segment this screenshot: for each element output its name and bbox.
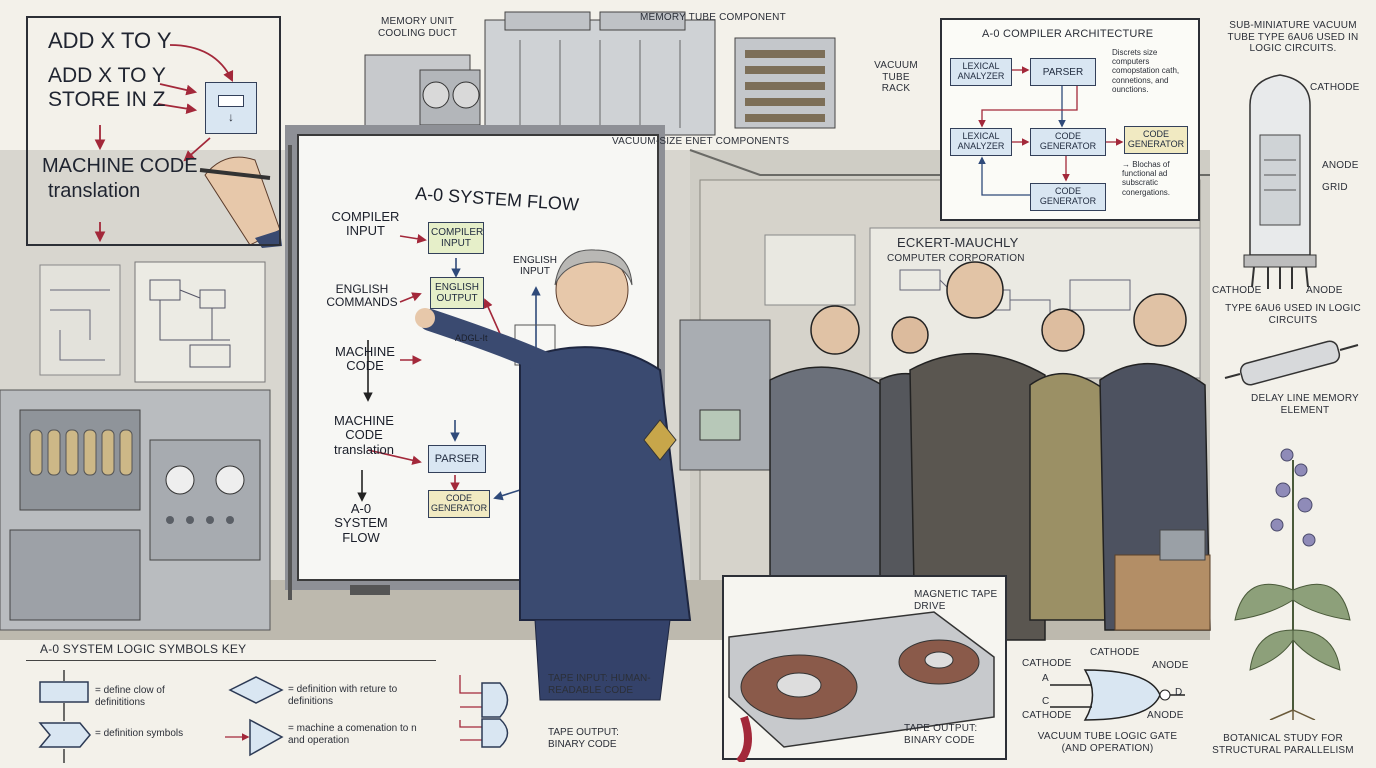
wb-adgl-label: ADGL-It xyxy=(455,333,488,343)
vacuum-tube-illustration xyxy=(1243,74,1317,289)
key-item-1: = define clow of definititions xyxy=(95,685,165,708)
tube-study-title: SUB-MINIATURE VACUUM TUBE TYPE 6AU6 USED… xyxy=(1227,20,1359,54)
gate-anode-top-label: ANODE xyxy=(1152,660,1189,671)
vacuum-size-components-label: VACUUM-SIZE ENET COMPONENTS xyxy=(612,136,790,147)
gate-cathode-left-label: CATHODE xyxy=(1022,658,1072,669)
compiler-architecture-panel: A-0 COMPILER ARCHITECTURE LEXICAL ANALYZ… xyxy=(940,18,1200,221)
key-item-2: = definition symbols xyxy=(95,728,184,739)
eckert-mauchly-label: ECKERT-MAUCHLY xyxy=(897,235,1019,250)
gate-input-c-label: C xyxy=(1042,696,1050,707)
memory-unit-cooling-duct-label: MEMORY UNIT COOLING DUCT xyxy=(377,16,458,39)
computer-corporation-label: COMPUTER CORPORATION xyxy=(887,253,1025,264)
logic-gate-illustration xyxy=(1050,669,1185,721)
tube-anode-label: ANODE xyxy=(1322,160,1359,171)
panel-line-5: translation xyxy=(48,180,141,202)
delay-line-label: DELAY LINE MEMORY ELEMENT xyxy=(1251,393,1359,416)
vacuum-tube-rack-label: VACUUM TUBE RACK xyxy=(874,60,918,94)
tube-cathode-bottom-label: CATHODE xyxy=(1212,285,1262,296)
wb-english-commands-label: ENGLISH COMMANDS xyxy=(326,282,398,310)
tape-output-binary-label: TAPE OUTPUT: BINARY CODE xyxy=(904,723,978,746)
arch-code-generator-2: CODE GENERATOR xyxy=(1124,126,1188,154)
arch-connectors xyxy=(978,66,1124,196)
gate-cathode-top-label: CATHODE xyxy=(1090,647,1140,658)
top-left-translation-panel xyxy=(26,16,281,246)
arch-parser: PARSER xyxy=(1030,58,1096,86)
tape-drive-panel: MAGNETIC TAPE DRIVE TAPE OUTPUT: BINARY … xyxy=(722,575,1007,762)
wb-english-input-label: ENGLISH INPUT xyxy=(513,255,557,277)
gate-cathode-bottom-label: CATHODE xyxy=(1022,710,1072,721)
symbols-key-icons xyxy=(38,670,509,763)
arch-lexical-analyzer-2: LEXICAL ANALYZER xyxy=(950,128,1012,156)
key-item-6: TAPE OUTPUT: BINARY CODE xyxy=(548,727,619,750)
gate-anode-bottom-label: ANODE xyxy=(1147,710,1184,721)
wb-parser-box: PARSER xyxy=(428,445,486,473)
botanical-illustration xyxy=(1234,448,1351,720)
wb-code-generator-box: CODE GENERATOR xyxy=(428,490,490,518)
tape-drive-illustration xyxy=(728,611,995,762)
wb-compiler-input-label: COMPILER INPUT xyxy=(331,209,400,239)
delay-line-illustration xyxy=(1224,340,1359,386)
arch-code-generator-3: CODE GENERATOR xyxy=(1030,183,1106,211)
logic-gate-caption: VACUUM TUBE LOGIC GATE (AND OPERATION) xyxy=(1037,731,1178,754)
arch-note-2: → Blochas of functional ad subscratic co… xyxy=(1122,160,1171,197)
symbols-key-rule xyxy=(26,660,436,661)
magnetic-tape-drive-label: MAGNETIC TAPE DRIVE xyxy=(914,589,998,612)
panel-line-2: ADD X TO Y xyxy=(48,64,166,87)
instruction-box-icon: ↓ xyxy=(205,82,257,134)
gate-input-a-label: A xyxy=(1042,673,1049,684)
wb-compiler-input-box: COMPILER INPUT xyxy=(428,222,484,254)
wb-machine-code-label: MACHINE CODE xyxy=(335,344,395,374)
arch-code-generator-1: CODE GENERATOR xyxy=(1030,128,1106,156)
compiler-architecture-title: A-0 COMPILER ARCHITECTURE xyxy=(982,28,1154,40)
symbols-key-title: A-0 SYSTEM LOGIC SYMBOLS KEY xyxy=(40,642,247,656)
key-item-5: TAPE INPUT: HUMAN-READABLE CODE xyxy=(548,673,651,696)
memory-tube-component-label: MEMORY TUBE COMPONENT xyxy=(640,12,786,23)
gate-output-d-label: D xyxy=(1175,687,1183,698)
key-item-4: = machine a comenation to n and operatio… xyxy=(288,723,417,746)
tube-cathode-top-label: CATHODE xyxy=(1310,82,1360,93)
arch-lexical-analyzer-1: LEXICAL ANALYZER xyxy=(950,58,1012,86)
tube-anode-bottom-label: ANODE xyxy=(1306,285,1343,296)
panel-line-4: MACHINE CODE xyxy=(42,155,198,177)
tube-grid-label: GRID xyxy=(1322,182,1348,193)
tube-type-label: TYPE 6AU6 USED IN LOGIC CIRCUITS xyxy=(1225,303,1361,326)
key-item-3: = definition with reture to definitions xyxy=(288,684,398,707)
wb-english-output-box: ENGLISH OUTPUT xyxy=(430,277,484,309)
botanical-caption: BOTANICAL STUDY FOR STRUCTURAL PARALLELI… xyxy=(1212,733,1354,756)
arch-note-1: Discrets size computers comopstation cat… xyxy=(1112,48,1180,94)
panel-line-3: STORE IN Z xyxy=(48,88,166,111)
panel-line-1: ADD X TO Y xyxy=(48,28,172,53)
wb-system-flow-label: A-0 SYSTEM FLOW xyxy=(334,501,388,545)
wb-machine-code-translation-label: MACHINE CODE translation xyxy=(334,413,394,457)
